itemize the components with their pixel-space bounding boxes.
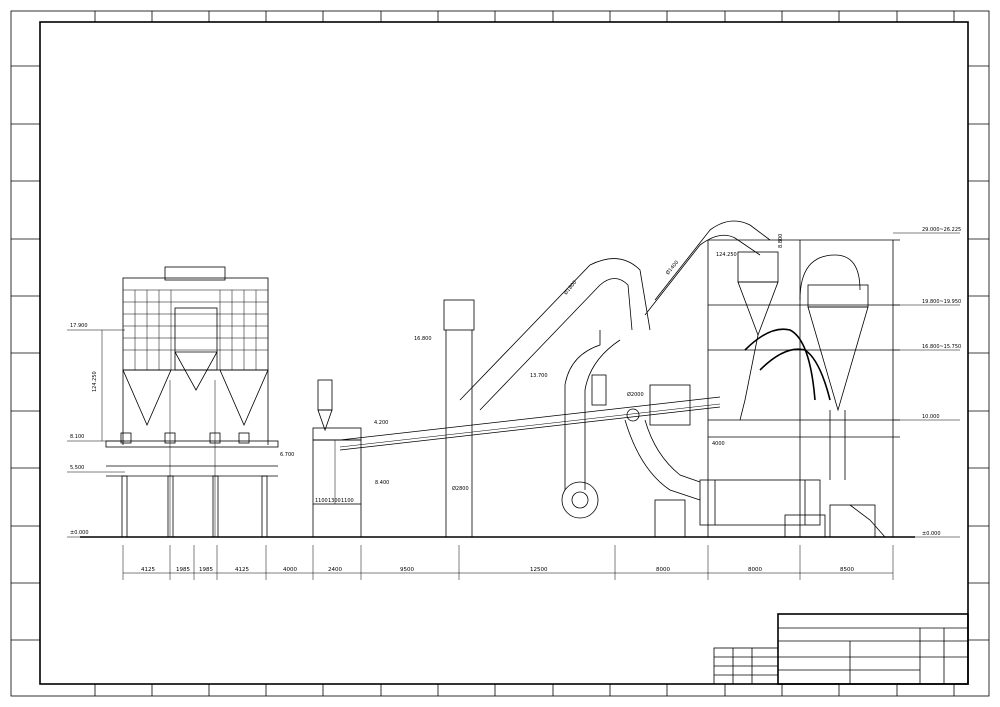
left-elevation-leaders	[67, 329, 125, 538]
revision-table	[713, 647, 779, 685]
elev-right-3: 16.800~15.750	[922, 344, 961, 350]
hot-air-duct	[459, 220, 771, 519]
dim-text-3: 1985	[199, 567, 213, 573]
zone-ticks-bottom	[94, 684, 955, 696]
elev-left-1: 17.900	[70, 323, 88, 329]
elev-left-4: ±0.000	[70, 530, 89, 536]
label-4-200: 8.400	[375, 480, 389, 486]
elev-right-5: ±0.000	[922, 531, 941, 537]
elev-right-4: 10.000	[922, 414, 940, 420]
dim-text-11: 8500	[840, 567, 854, 573]
chimney	[443, 299, 475, 537]
rotary-dryer	[624, 384, 821, 526]
ground-equipment	[654, 499, 886, 538]
zone-ticks-left	[11, 65, 40, 641]
label-8-800: 4000	[712, 441, 725, 447]
label-d1800: Ø1800	[562, 279, 578, 296]
bucket-elevator	[312, 379, 362, 537]
title-block	[777, 613, 969, 685]
label-16-800: 16.800	[414, 336, 432, 342]
dim-text-2: 1985	[176, 567, 190, 573]
dim-text-5: 4000	[283, 567, 297, 573]
label-6-700: 6.700	[280, 452, 294, 458]
small-dim-1: 1100	[315, 498, 328, 504]
elev-left-2: 8.100	[70, 434, 84, 440]
zone-ticks-right	[968, 65, 989, 641]
label-9800: 124.250	[92, 371, 98, 392]
dim-text-10: 8000	[748, 567, 762, 573]
inner-border	[39, 21, 969, 685]
dim-text-7: 9500	[400, 567, 414, 573]
dim-text-9: 8000	[656, 567, 670, 573]
label-d2800: Ø2800	[452, 485, 469, 492]
cyclone-separators	[737, 251, 869, 480]
elev-right-2: 19.800~19.950	[922, 299, 961, 305]
label-8-400: 4.200	[374, 420, 388, 426]
right-building-frame	[707, 239, 900, 537]
right-elevation-leaders	[893, 232, 960, 538]
dim-text-4: 4125	[235, 567, 249, 573]
inclined-conveyor	[339, 396, 721, 451]
elev-left-3: 5.500	[70, 465, 84, 471]
bag-filter-structure	[105, 266, 279, 538]
dimension-line	[122, 545, 894, 580]
small-dim-2: 1300	[328, 498, 341, 504]
label-13-700: 13.700	[530, 373, 548, 379]
dim-text-8: 12500	[530, 567, 548, 573]
label-4000: 8.800	[778, 234, 784, 248]
dim-text-6: 2400	[328, 567, 342, 573]
zone-ticks-top	[94, 11, 955, 22]
label-124-250: 124.250	[716, 252, 737, 258]
dim-text-1: 4125	[141, 567, 155, 573]
elev-right-1: 29.000~26.225	[922, 227, 961, 233]
small-dim-3: 1100	[341, 498, 354, 504]
label-d2000: Ø2000	[627, 391, 644, 398]
outer-frame	[10, 10, 990, 697]
